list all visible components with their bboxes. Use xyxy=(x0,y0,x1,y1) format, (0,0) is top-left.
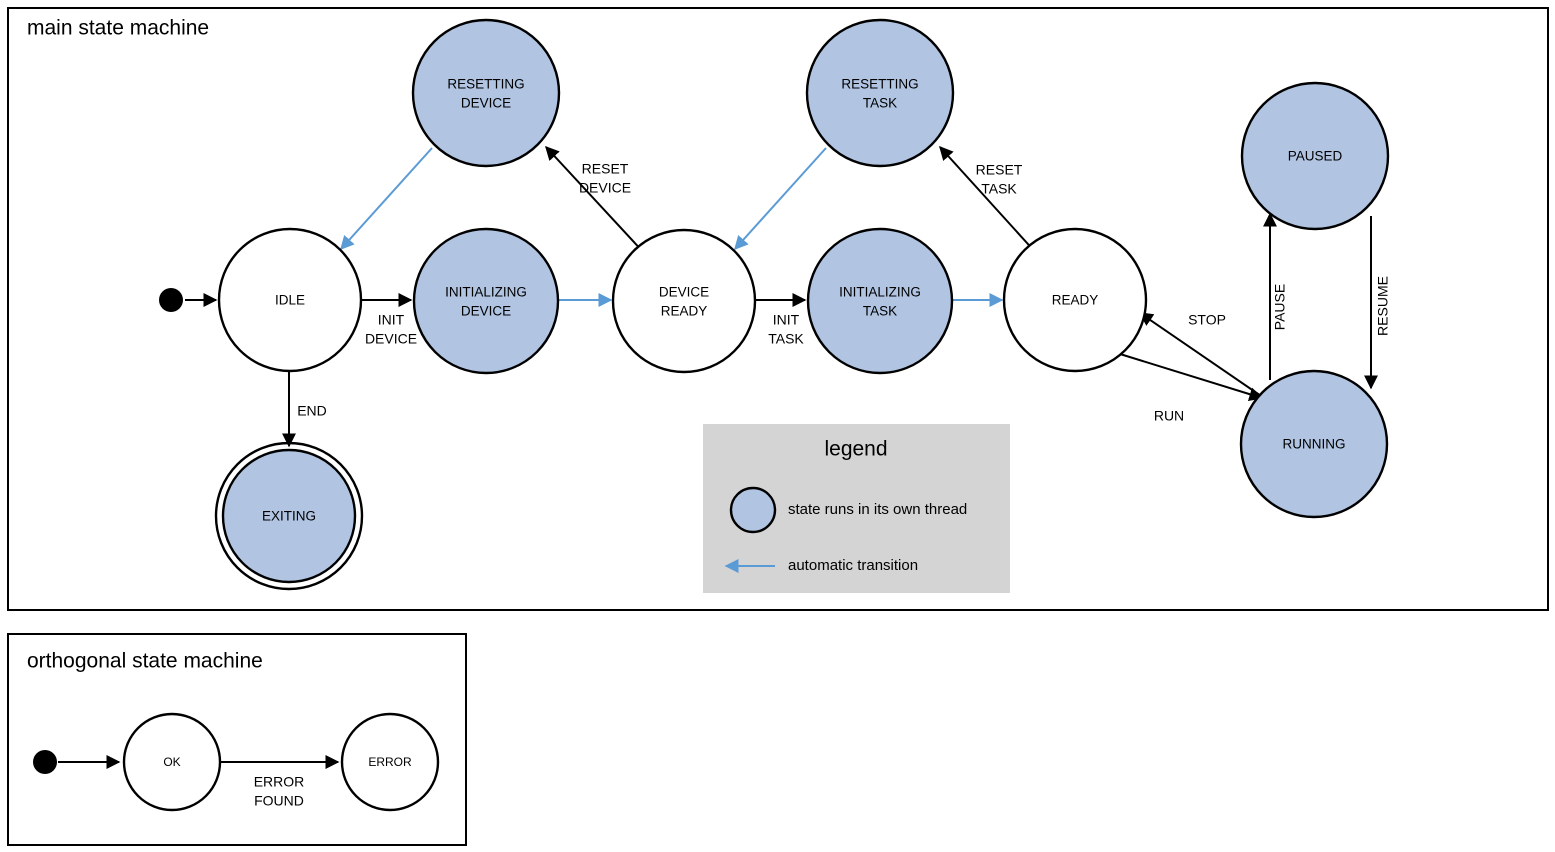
state-label-ready: READY xyxy=(1052,293,1099,308)
transition-end: END xyxy=(282,371,327,448)
edge-label-reset-device-line1: RESET xyxy=(582,161,629,177)
orthogonal-state-machine-frame xyxy=(7,633,467,846)
state-error[interactable]: ERROR xyxy=(340,712,440,812)
state-label-ok: OK xyxy=(163,755,180,769)
edge-label-resume: RESUME xyxy=(1375,276,1391,336)
state-resetting-task[interactable]: RESETTING TASK xyxy=(805,18,955,168)
state-label-device-ready-line2: READY xyxy=(661,304,708,319)
edge-label-init-task-line1: INIT xyxy=(773,312,800,328)
state-initializing-task[interactable]: INITIALIZING TASK xyxy=(806,227,954,375)
state-paused[interactable]: PAUSED xyxy=(1240,81,1390,231)
orthogonal-frame-title: orthogonal state machine xyxy=(27,650,263,673)
legend-thread-state-swatch xyxy=(729,486,777,534)
edge-label-pause: PAUSE xyxy=(1272,284,1288,330)
state-label-resetting-task-line2: TASK xyxy=(863,96,897,111)
state-label-resetting-device-line2: DEVICE xyxy=(461,96,511,111)
edge-label-run: RUN xyxy=(1154,408,1184,424)
main-state-machine-frame xyxy=(7,7,1549,611)
orthogonal-initial-state-marker xyxy=(33,750,57,774)
legend-item-thread-state: state runs in its own thread xyxy=(729,486,967,534)
state-label-initializing-device-line2: DEVICE xyxy=(461,304,511,319)
edge-label-reset-task-line2: TASK xyxy=(981,181,1017,197)
transition-resume: RESUME xyxy=(1364,216,1391,390)
initial-state-marker xyxy=(159,288,183,312)
state-exiting[interactable]: EXITING xyxy=(214,441,364,591)
legend-item-auto-transition: automatic transition xyxy=(724,557,918,574)
state-label-initializing-device-line1: INITIALIZING xyxy=(445,285,527,300)
transition-resetting-task-to-device-ready xyxy=(734,147,827,251)
transition-init-device: INIT DEVICE xyxy=(362,293,417,347)
edge-label-error-found-line2: FOUND xyxy=(254,793,304,809)
transition-run: RUN xyxy=(1119,353,1264,424)
transition-error-found: ERROR FOUND xyxy=(221,755,340,809)
transition-resetting-device-to-idle xyxy=(340,147,433,251)
legend-thread-state-label: state runs in its own thread xyxy=(788,501,967,518)
state-label-error: ERROR xyxy=(368,755,412,769)
edge-label-error-found-line1: ERROR xyxy=(254,774,305,790)
edge-label-reset-device-line2: DEVICE xyxy=(579,180,631,196)
legend-auto-transition-label: automatic transition xyxy=(788,557,918,574)
transition-stop: STOP xyxy=(1138,312,1265,399)
state-label-initializing-task-line1: INITIALIZING xyxy=(839,285,921,300)
edge-label-init-device-line2: DEVICE xyxy=(365,331,417,347)
state-label-paused: PAUSED xyxy=(1288,149,1343,164)
transition-reset-task: RESET TASK xyxy=(939,145,1038,255)
state-label-device-ready-line1: DEVICE xyxy=(659,285,709,300)
edge-label-stop: STOP xyxy=(1188,312,1226,328)
state-device-ready[interactable]: DEVICE READY xyxy=(611,228,757,374)
state-label-resetting-device-line1: RESETTING xyxy=(447,77,524,92)
edge-label-reset-task-line1: RESET xyxy=(976,162,1023,178)
edge-label-end: END xyxy=(297,403,327,419)
state-resetting-device[interactable]: RESETTING DEVICE xyxy=(411,18,561,168)
state-label-idle: IDLE xyxy=(275,293,305,308)
state-ok[interactable]: OK xyxy=(122,712,222,812)
state-running[interactable]: RUNNING xyxy=(1239,369,1389,519)
legend-title: legend xyxy=(824,438,887,461)
state-initializing-device[interactable]: INITIALIZING DEVICE xyxy=(412,227,560,375)
transition-pause: PAUSE xyxy=(1263,212,1288,380)
state-label-initializing-task-line2: TASK xyxy=(863,304,897,319)
state-label-exiting: EXITING xyxy=(262,509,316,524)
edge-label-init-device-line1: INIT xyxy=(378,312,405,328)
transition-init-task: INIT TASK xyxy=(756,293,807,347)
edge-label-init-task-line2: TASK xyxy=(768,331,804,347)
legend: legend state runs in its own thread auto… xyxy=(703,424,1010,593)
main-frame-title: main state machine xyxy=(27,17,209,40)
state-idle[interactable]: IDLE xyxy=(217,227,363,373)
state-ready[interactable]: READY xyxy=(1002,227,1148,373)
state-label-resetting-task-line1: RESETTING xyxy=(841,77,918,92)
state-label-running: RUNNING xyxy=(1283,437,1346,452)
transition-reset-device: RESET DEVICE xyxy=(545,145,646,255)
